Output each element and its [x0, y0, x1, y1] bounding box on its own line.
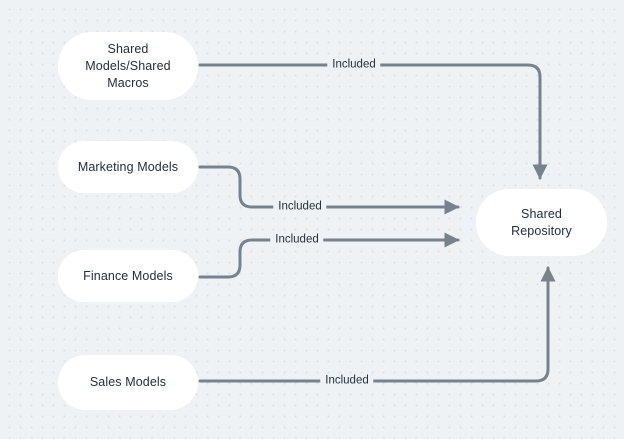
edge-path-finance-to-repository	[198, 232, 460, 279]
node-label: Sales Models	[89, 375, 167, 389]
edge-label-marketing-to-repository: Included	[273, 199, 327, 215]
node-sales-models[interactable]: Sales Models	[58, 355, 198, 410]
node-shared-repository[interactable]: Shared Repository	[476, 189, 607, 256]
edge-label-finance-to-repository: Included	[270, 232, 324, 248]
node-label: Shared Repository	[511, 206, 572, 238]
node-shared-models-shared-macros[interactable]: Shared Models/Shared Macros	[58, 32, 198, 100]
node-label: Marketing Models	[77, 159, 179, 174]
node-marketing-models[interactable]: Marketing Models	[58, 141, 198, 193]
node-label: Finance Models	[83, 268, 173, 283]
edge-path-sales-to-repository	[198, 266, 556, 383]
edge-path-marketing-to-repository	[198, 165, 460, 215]
edge-path-shared-models-to-repository	[198, 63, 548, 180]
edge-label-sales-to-repository: Included	[320, 373, 374, 389]
edge-label-shared-models-to-repository: Included	[327, 57, 381, 73]
node-finance-models[interactable]: Finance Models	[58, 250, 198, 302]
node-label: Shared Models/Shared Macros	[85, 41, 171, 90]
